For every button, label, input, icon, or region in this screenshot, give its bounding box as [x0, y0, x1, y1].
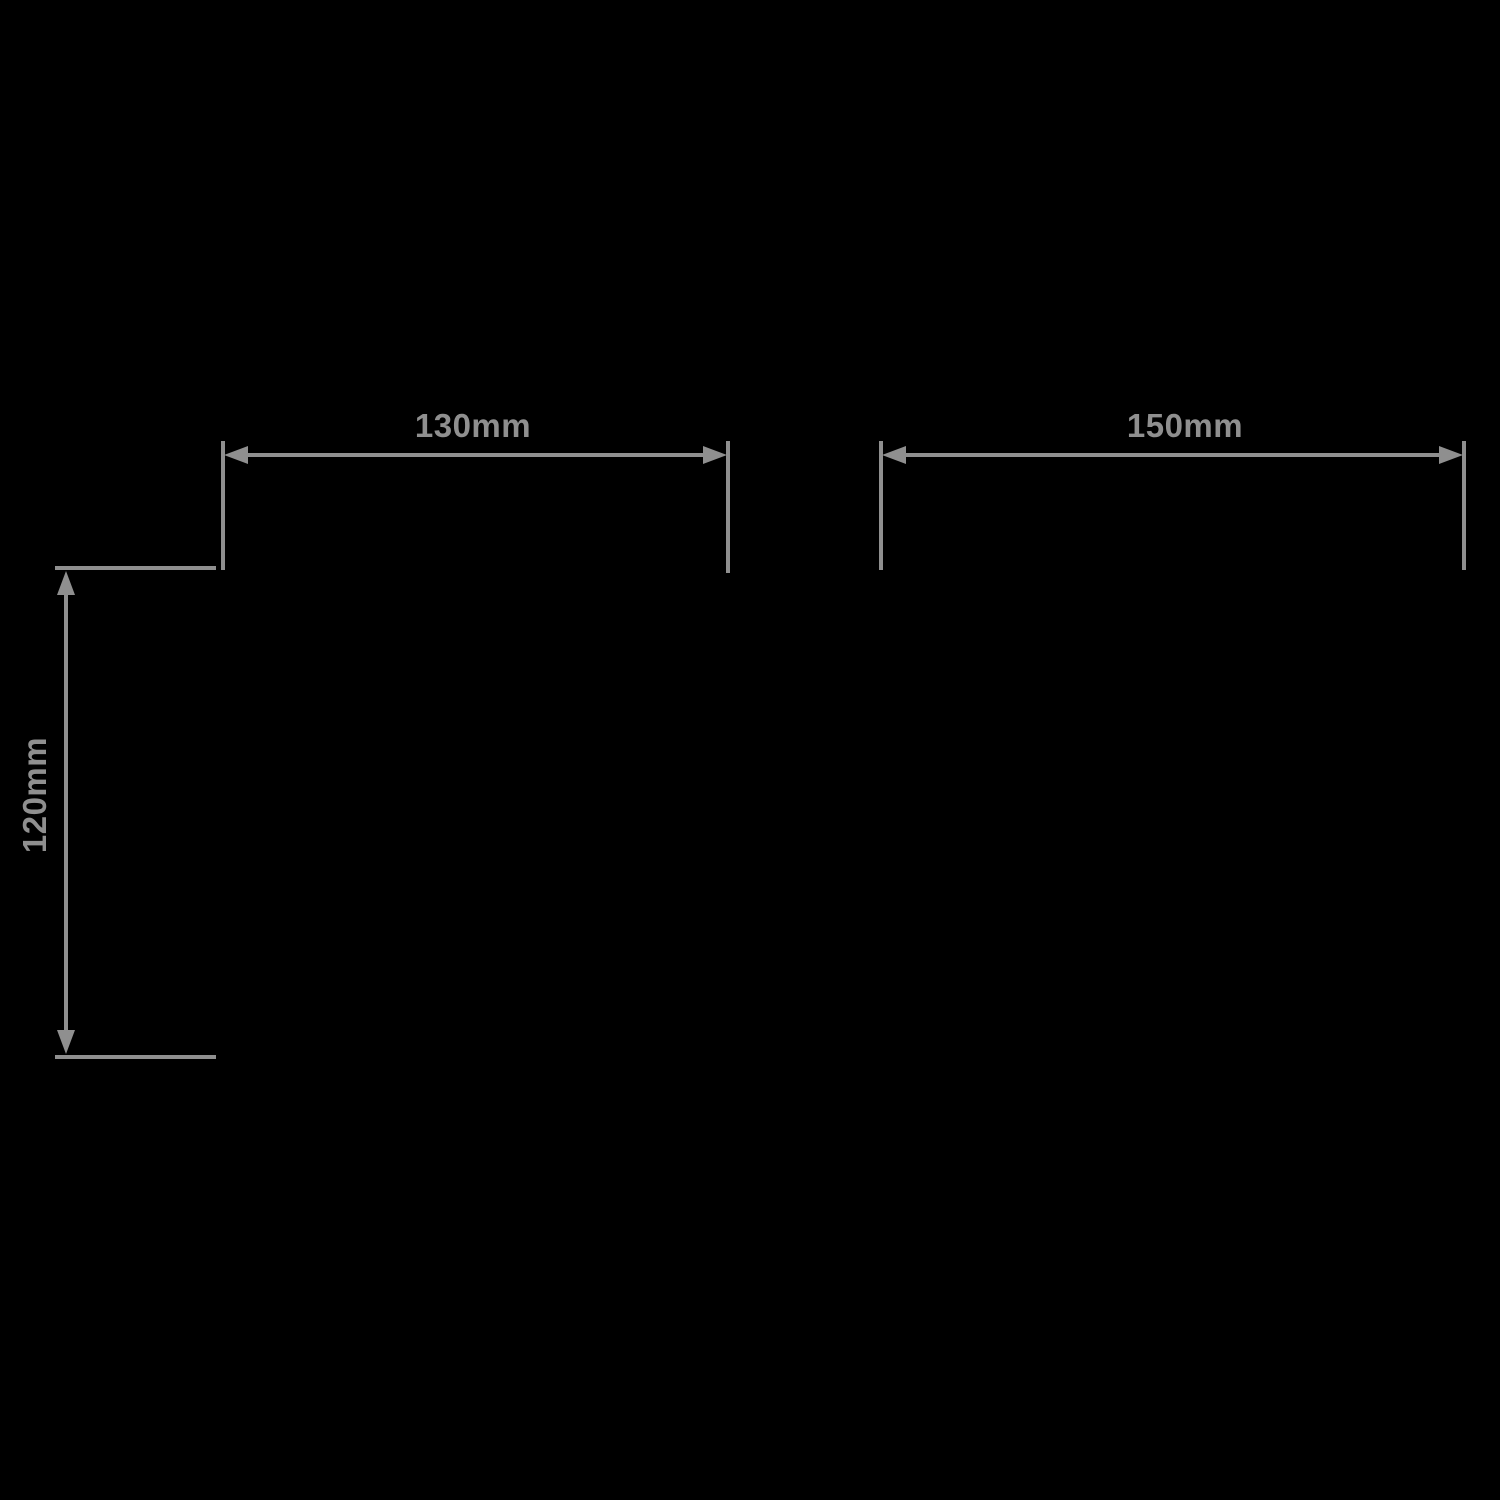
dimension-label-height-left: 120mm: [16, 737, 53, 853]
arrowhead-right-icon: [703, 446, 727, 464]
dimension-label-width-right: 150mm: [1127, 407, 1243, 444]
arrowhead-up-icon: [57, 571, 75, 595]
dimension-label-width-left: 130mm: [415, 407, 531, 444]
arrowhead-right-icon: [1439, 446, 1463, 464]
dimension-width-left: 130mm: [221, 407, 730, 573]
arrowhead-down-icon: [57, 1030, 75, 1054]
dimension-height-left: 120mm: [16, 566, 216, 1059]
arrowhead-left-icon: [882, 446, 906, 464]
arrowhead-left-icon: [224, 446, 248, 464]
dimension-width-right: 150mm: [879, 407, 1466, 570]
